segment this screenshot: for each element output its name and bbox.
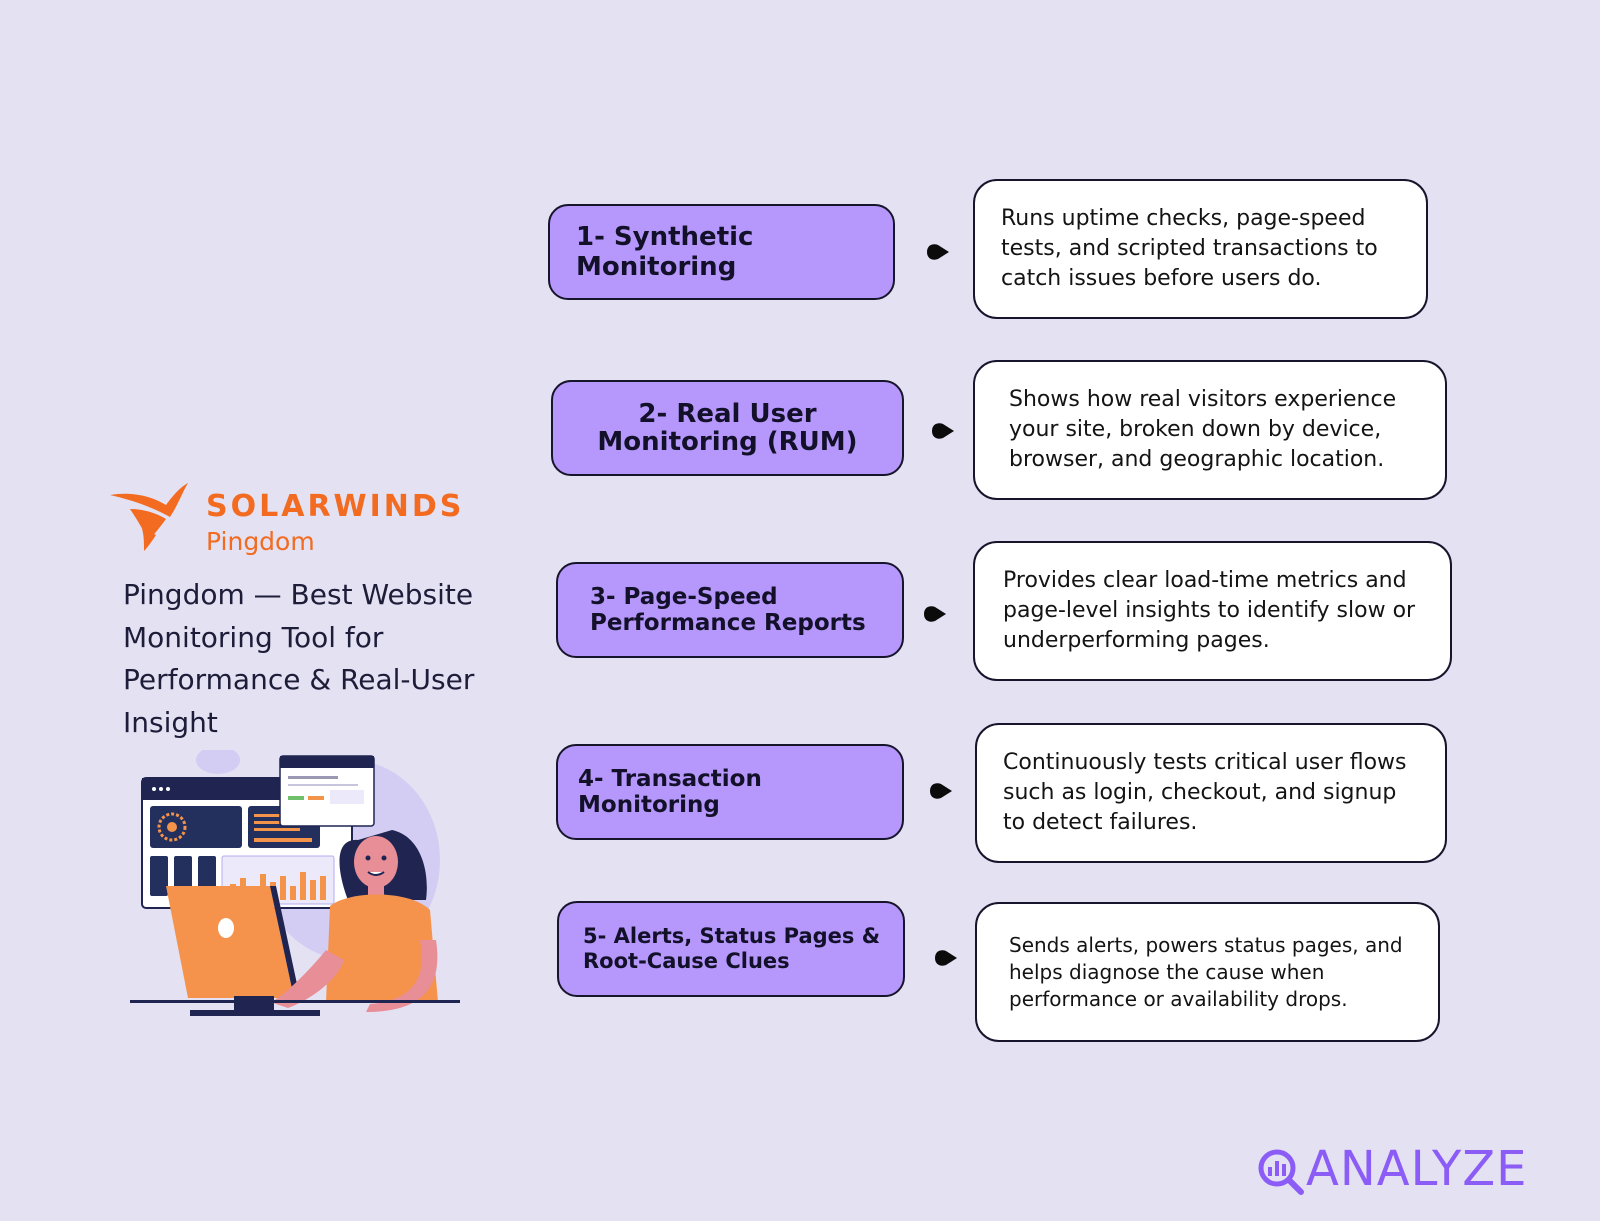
analyze-wordmark: ANALYZE bbox=[1306, 1141, 1528, 1197]
connector-dot-icon bbox=[935, 950, 957, 966]
person-at-computer-illustration bbox=[130, 750, 460, 1016]
analyze-logo: ANALYZE bbox=[1256, 1141, 1546, 1199]
solarwinds-flame-icon bbox=[110, 483, 188, 551]
description-text: Runs uptime checks, page-speed tests, an… bbox=[1001, 206, 1378, 291]
description-text: Continuously tests critical user flows s… bbox=[1003, 750, 1407, 835]
feature-transaction-monitoring: 4- Transaction Monitoring bbox=[556, 744, 904, 840]
description-text: Provides clear load-time metrics and pag… bbox=[1003, 568, 1416, 653]
feature-description-page-speed: Provides clear load-time metrics and pag… bbox=[973, 541, 1452, 681]
feature-description-rum: Shows how real visitors experience your … bbox=[973, 360, 1447, 500]
feature-description-synthetic: Runs uptime checks, page-speed tests, an… bbox=[973, 179, 1428, 319]
feature-label: 3- Page-Speed Performance Reports bbox=[590, 584, 866, 636]
logo-brand-name: SOLARWINDS bbox=[206, 489, 465, 524]
page-title: Pingdom — Best Website Monitoring Tool f… bbox=[123, 578, 475, 739]
feature-page-speed-reports: 3- Page-Speed Performance Reports bbox=[556, 562, 904, 658]
feature-synthetic-monitoring: 1- Synthetic Monitoring bbox=[548, 204, 895, 300]
magnifier-chart-icon bbox=[1258, 1149, 1304, 1195]
connector-dot-icon bbox=[932, 423, 954, 439]
feature-description-transaction: Continuously tests critical user flows s… bbox=[975, 723, 1447, 863]
feature-label: 1- Synthetic Monitoring bbox=[576, 222, 754, 282]
feature-alerts-status-pages: 5- Alerts, Status Pages & Root-Cause Clu… bbox=[557, 901, 905, 997]
feature-label: 5- Alerts, Status Pages & Root-Cause Clu… bbox=[583, 924, 881, 973]
description-text: Sends alerts, powers status pages, and h… bbox=[1009, 932, 1403, 1011]
logo-product-name: Pingdom bbox=[206, 527, 315, 556]
solarwinds-pingdom-logo: SOLARWINDS Pingdom bbox=[108, 483, 498, 563]
feature-label: 4- Transaction Monitoring bbox=[578, 766, 762, 818]
connector-dot-icon bbox=[927, 244, 949, 260]
feature-real-user-monitoring: 2- Real User Monitoring (RUM) bbox=[551, 380, 904, 476]
description-text: Shows how real visitors experience your … bbox=[1009, 387, 1397, 472]
feature-description-alerts: Sends alerts, powers status pages, and h… bbox=[975, 902, 1440, 1042]
feature-label: 2- Real User Monitoring (RUM) bbox=[597, 399, 858, 457]
connector-dot-icon bbox=[930, 783, 952, 799]
connector-dot-icon bbox=[924, 606, 946, 622]
